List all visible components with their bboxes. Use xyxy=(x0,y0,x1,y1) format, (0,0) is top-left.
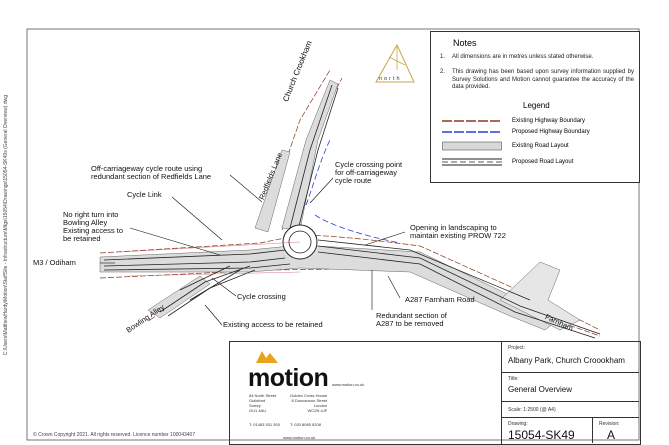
note-no-right-turn: No right turn into Bowling Alley Existin… xyxy=(63,211,123,243)
note-opening-line1: Opening in landscaping to xyxy=(410,223,497,232)
legend-title: Legend xyxy=(523,101,550,110)
legend-existing-boundary-label: Existing Highway Boundary xyxy=(512,118,586,124)
copyright-notice: © Crown Copyright 2021. All rights reser… xyxy=(33,432,196,438)
note-off-carriageway-line2: redundant section of Redfields Lane xyxy=(91,172,212,181)
note-redundant-a287-line1: Redundant section of xyxy=(376,311,447,320)
drawing-label: Drawing: xyxy=(508,421,528,427)
note-no-right-turn-line2: Bowling Alley xyxy=(63,218,108,227)
note-cycle-crossing-point-line1: Cycle crossing point xyxy=(335,160,403,169)
note-a287: A287 Farnham Road xyxy=(405,295,475,304)
drawing-field: Drawing: 15054-SK49 xyxy=(502,418,593,443)
scale-value: Scale: 1:2500 (@ A4) xyxy=(508,407,556,413)
office-guildford: 84 North Street Guildford Surrey GU1 4AU xyxy=(249,393,277,413)
office-london: Golden Cross House 8 Duncannon Street Lo… xyxy=(290,393,328,413)
scale-field: Scale: 1:2500 (@ A4) xyxy=(502,402,639,418)
note-item-2-num: 2. xyxy=(440,69,446,75)
motion-logo-icon xyxy=(256,351,278,363)
note-cycle-crossing-point: Cycle crossing point for off-carriageway… xyxy=(335,161,402,185)
company-cell: motion www.motion.co.uk 84 North Street … xyxy=(230,342,502,444)
north-arrow xyxy=(375,43,415,83)
legend-proposed-boundary-label: Proposed Highway Boundary xyxy=(512,129,590,135)
legend-proposed-road: Proposed Road Layout xyxy=(442,157,632,167)
revision-field: Revision: A xyxy=(593,418,639,443)
company-logo-word: motion xyxy=(248,364,329,392)
note-no-right-turn-line3: Existing access to xyxy=(63,226,124,235)
drawing-number: 15054-SK49 xyxy=(508,428,575,442)
company-web: www.motion.co.uk xyxy=(283,435,316,440)
legend-proposed-boundary-swatch xyxy=(442,131,502,133)
title-field: Title: General Overview xyxy=(502,373,639,402)
note-item-2-text: This drawing has been based upon survey … xyxy=(452,69,634,90)
note-cycle-crossing: Cycle crossing xyxy=(237,292,286,301)
legend-existing-road-swatch xyxy=(442,141,502,151)
legend-existing-boundary: Existing Highway Boundary xyxy=(442,116,632,126)
note-no-right-turn-line4: be retained xyxy=(63,234,101,243)
note-existing-access: Existing access to be retained xyxy=(223,320,323,329)
notes-heading: Notes xyxy=(453,38,477,48)
note-opening: Opening in landscaping to maintain exist… xyxy=(410,224,506,240)
title-label: Title: xyxy=(508,376,519,382)
note-cycle-crossing-point-line2: for off-carriageway xyxy=(335,168,397,177)
tel-london: T: 020 8065 5208 xyxy=(290,422,321,427)
note-item-1-text: All dimensions are in metres unless stat… xyxy=(452,54,594,60)
notes-panel: Notes 1. All dimensions are in metres un… xyxy=(430,31,640,183)
note-off-carriageway-line1: Off-carriageway cycle route using xyxy=(91,164,203,173)
tel-guildford: T: 01483 531 300 xyxy=(249,422,280,427)
file-path-margin: C:\Users\MatthewHardy\Motion\StaffSite -… xyxy=(3,95,9,356)
legend-existing-boundary-swatch xyxy=(442,120,502,122)
note-off-carriageway: Off-carriageway cycle route using redund… xyxy=(91,165,211,181)
note-cycle-link: Cycle Link xyxy=(127,190,162,199)
note-item-1-num: 1. xyxy=(440,54,446,60)
note-redundant-a287-line2: A287 to be removed xyxy=(376,319,444,328)
north-label: north xyxy=(379,76,402,82)
note-cycle-crossing-point-line3: cycle route xyxy=(335,176,372,185)
project-field: Project: Albany Park, Church Croookham xyxy=(502,342,639,373)
road-m3-odiham: M3 / Odiham xyxy=(33,258,76,267)
revision-value: A xyxy=(607,428,616,442)
legend-proposed-road-swatch xyxy=(442,158,502,166)
title-block: motion www.motion.co.uk 84 North Street … xyxy=(229,341,641,445)
legend-proposed-road-label: Proposed Road Layout xyxy=(512,159,574,165)
title-value: General Overview xyxy=(508,385,573,394)
legend-proposed-boundary: Proposed Highway Boundary xyxy=(442,127,632,137)
legend-existing-road-label: Existing Road Layout xyxy=(512,143,569,149)
legend-existing-road: Existing Road Layout xyxy=(442,141,632,151)
project-value: Albany Park, Church Croookham xyxy=(508,356,625,365)
project-label: Project: xyxy=(508,345,525,351)
note-opening-line2: maintain existing PROW 722 xyxy=(410,231,506,240)
note-no-right-turn-line1: No right turn into xyxy=(63,210,119,219)
company-logo-url: www.motion.co.uk xyxy=(332,382,365,387)
revision-label: Revision: xyxy=(599,421,620,427)
note-redundant-a287: Redundant section of A287 to be removed xyxy=(376,312,447,328)
